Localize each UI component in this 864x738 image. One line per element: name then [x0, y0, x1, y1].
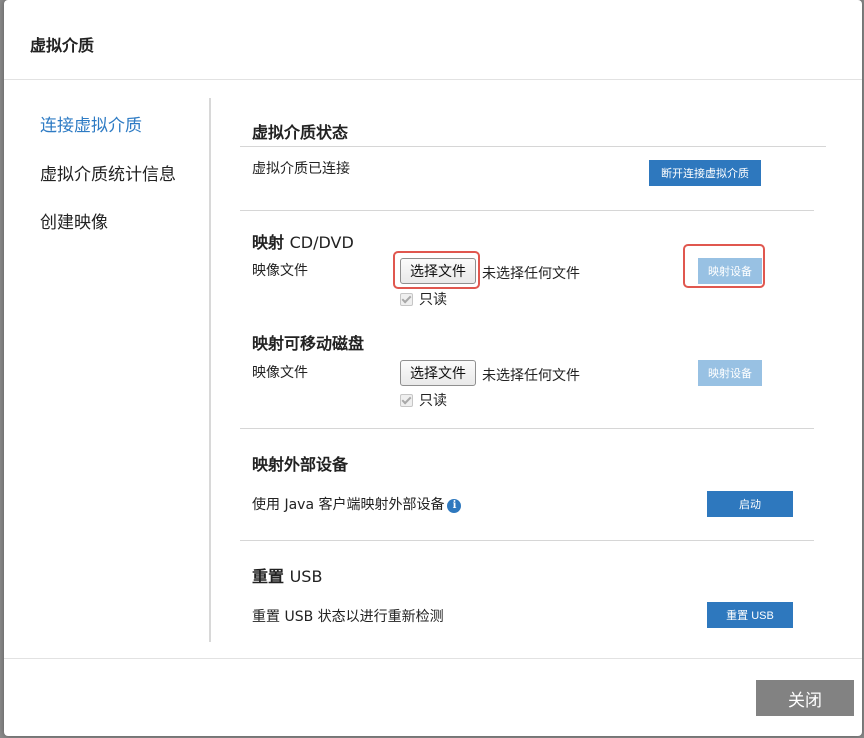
cd-section-title: 映射 CD/DVD — [252, 229, 354, 253]
usb-section-title-latin: USB — [289, 567, 323, 586]
reset-usb-button[interactable]: 重置 USB — [707, 602, 793, 628]
dialog-footer — [4, 658, 862, 736]
close-button[interactable]: 关闭 — [756, 680, 854, 716]
info-icon[interactable]: i — [447, 499, 462, 513]
cd-no-file-text: 未选择任何文件 — [482, 266, 580, 282]
virtual-media-dialog: 虚拟介质 连接虚拟介质 虚拟介质统计信息 创建映像 虚拟介质状态 虚拟介质已连接… — [4, 0, 862, 736]
dialog-header: 虚拟介质 — [4, 0, 862, 80]
removable-map-device-button[interactable]: 映射设备 — [698, 360, 762, 386]
removable-choose-file-button[interactable]: 选择文件 — [400, 360, 476, 386]
cd-section-title-latin: CD/DVD — [289, 233, 354, 252]
removable-readonly-checkbox[interactable]: 只读 — [400, 390, 447, 410]
cd-image-file-label: 映像文件 — [252, 263, 308, 279]
checkmark-icon — [400, 393, 413, 407]
status-divider — [240, 146, 826, 147]
checkmark-icon — [400, 292, 413, 306]
sidebar-item-create-image[interactable]: 创建映像 — [40, 213, 108, 233]
status-section-title: 虚拟介质状态 — [252, 123, 349, 142]
external-section-title: 映射外部设备 — [252, 455, 349, 474]
cd-map-device-highlight — [683, 244, 765, 288]
sidebar-divider — [209, 98, 211, 642]
section-divider-2 — [240, 428, 814, 429]
cd-readonly-checkbox[interactable]: 只读 — [400, 289, 447, 309]
section-divider-1 — [240, 210, 814, 211]
usb-section-title: 重置 USB — [252, 563, 322, 587]
usb-description: 重置 USB 状态以进行重新检测 — [252, 609, 444, 625]
removable-readonly-label: 只读 — [419, 393, 447, 409]
status-text: 虚拟介质已连接 — [252, 161, 350, 177]
removable-section-title: 映射可移动磁盘 — [252, 334, 365, 353]
usb-section-title-cn: 重置 — [252, 567, 285, 586]
cd-section-title-cn: 映射 — [252, 233, 285, 252]
cd-readonly-label: 只读 — [419, 292, 447, 308]
dialog-title: 虚拟介质 — [30, 36, 95, 55]
start-java-client-button[interactable]: 启动 — [707, 491, 793, 517]
external-description-text: 使用 Java 客户端映射外部设备 — [252, 497, 445, 513]
cd-choose-file-button[interactable]: 选择文件 — [400, 258, 476, 284]
removable-no-file-text: 未选择任何文件 — [482, 368, 580, 384]
section-divider-3 — [240, 540, 814, 541]
sidebar: 连接虚拟介质 虚拟介质统计信息 创建映像 — [4, 80, 210, 640]
cd-choose-file-highlight — [393, 251, 480, 289]
cd-map-device-button[interactable]: 映射设备 — [698, 258, 762, 284]
sidebar-item-connect-virtual-media[interactable]: 连接虚拟介质 — [40, 116, 142, 136]
disconnect-virtual-media-button[interactable]: 断开连接虚拟介质 — [649, 160, 761, 186]
sidebar-item-virtual-media-statistics[interactable]: 虚拟介质统计信息 — [40, 165, 176, 185]
removable-image-file-label: 映像文件 — [252, 365, 308, 381]
